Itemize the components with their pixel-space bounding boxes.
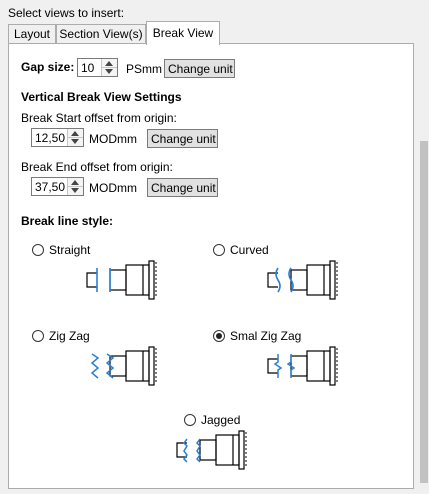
- option-small-zig-zag-label[interactable]: Smal Zig Zag: [230, 329, 302, 343]
- break-end-unit: MODmm: [89, 181, 137, 195]
- gap-size-label: Gap size:: [21, 60, 75, 74]
- break-start-stepper[interactable]: 12,50: [31, 128, 84, 147]
- spin-down-icon[interactable]: [71, 139, 79, 144]
- break-start-label: Break Start offset from origin:: [21, 111, 177, 125]
- gap-change-unit-button[interactable]: Change unit: [164, 59, 235, 78]
- break-start-spin-buttons[interactable]: [67, 129, 83, 146]
- spin-down-icon[interactable]: [71, 188, 79, 193]
- gap-size-spin-buttons[interactable]: [101, 59, 117, 76]
- vertical-settings-heading: Vertical Break View Settings: [21, 90, 182, 104]
- radio-small-zig-zag[interactable]: [213, 330, 225, 342]
- radio-curved[interactable]: [213, 244, 225, 256]
- tab-section-views[interactable]: Section View(s): [56, 24, 146, 43]
- break-end-stepper[interactable]: 37,50: [31, 177, 84, 196]
- tab-break-view[interactable]: Break View: [146, 21, 220, 45]
- spin-down-icon[interactable]: [105, 69, 113, 74]
- select-views-label: Select views to insert:: [8, 6, 125, 20]
- zig-zag-break-preview-icon: [90, 346, 157, 386]
- tab-layout[interactable]: Layout: [8, 24, 56, 43]
- straight-break-preview-icon: [86, 260, 157, 300]
- break-view-panel: Gap size: 10 PSmm Change unit Vertical B…: [8, 43, 414, 489]
- spin-up-icon[interactable]: [71, 131, 79, 136]
- spin-up-icon[interactable]: [105, 61, 113, 66]
- gap-size-stepper[interactable]: 10: [77, 58, 118, 77]
- gap-size-unit: PSmm: [126, 62, 162, 76]
- radio-straight[interactable]: [32, 244, 44, 256]
- option-curved-label[interactable]: Curved: [230, 243, 269, 257]
- vertical-scrollbar[interactable]: [418, 43, 429, 489]
- break-end-change-unit-button[interactable]: Change unit: [147, 178, 218, 197]
- break-end-label: Break End offset from origin:: [21, 160, 173, 174]
- jagged-break-preview-icon: [176, 430, 247, 470]
- curved-break-preview-icon: [267, 260, 338, 300]
- break-start-unit: MODmm: [89, 132, 137, 146]
- break-line-style-heading: Break line style:: [21, 214, 114, 228]
- small-zig-zag-break-preview-icon: [267, 346, 338, 386]
- break-end-spin-buttons[interactable]: [67, 178, 83, 195]
- radio-zig-zag[interactable]: [32, 330, 44, 342]
- spin-up-icon[interactable]: [71, 180, 79, 185]
- break-end-value: 37,50: [35, 180, 66, 194]
- option-jagged-label[interactable]: Jagged: [201, 413, 241, 427]
- scrollbar-thumb[interactable]: [420, 141, 428, 483]
- break-start-value: 12,50: [35, 131, 66, 145]
- option-straight-label[interactable]: Straight: [49, 243, 91, 257]
- gap-size-value: 10: [81, 61, 95, 75]
- radio-jagged[interactable]: [184, 414, 196, 426]
- break-start-change-unit-button[interactable]: Change unit: [147, 129, 218, 148]
- option-zig-zag-label[interactable]: Zig Zag: [49, 329, 90, 343]
